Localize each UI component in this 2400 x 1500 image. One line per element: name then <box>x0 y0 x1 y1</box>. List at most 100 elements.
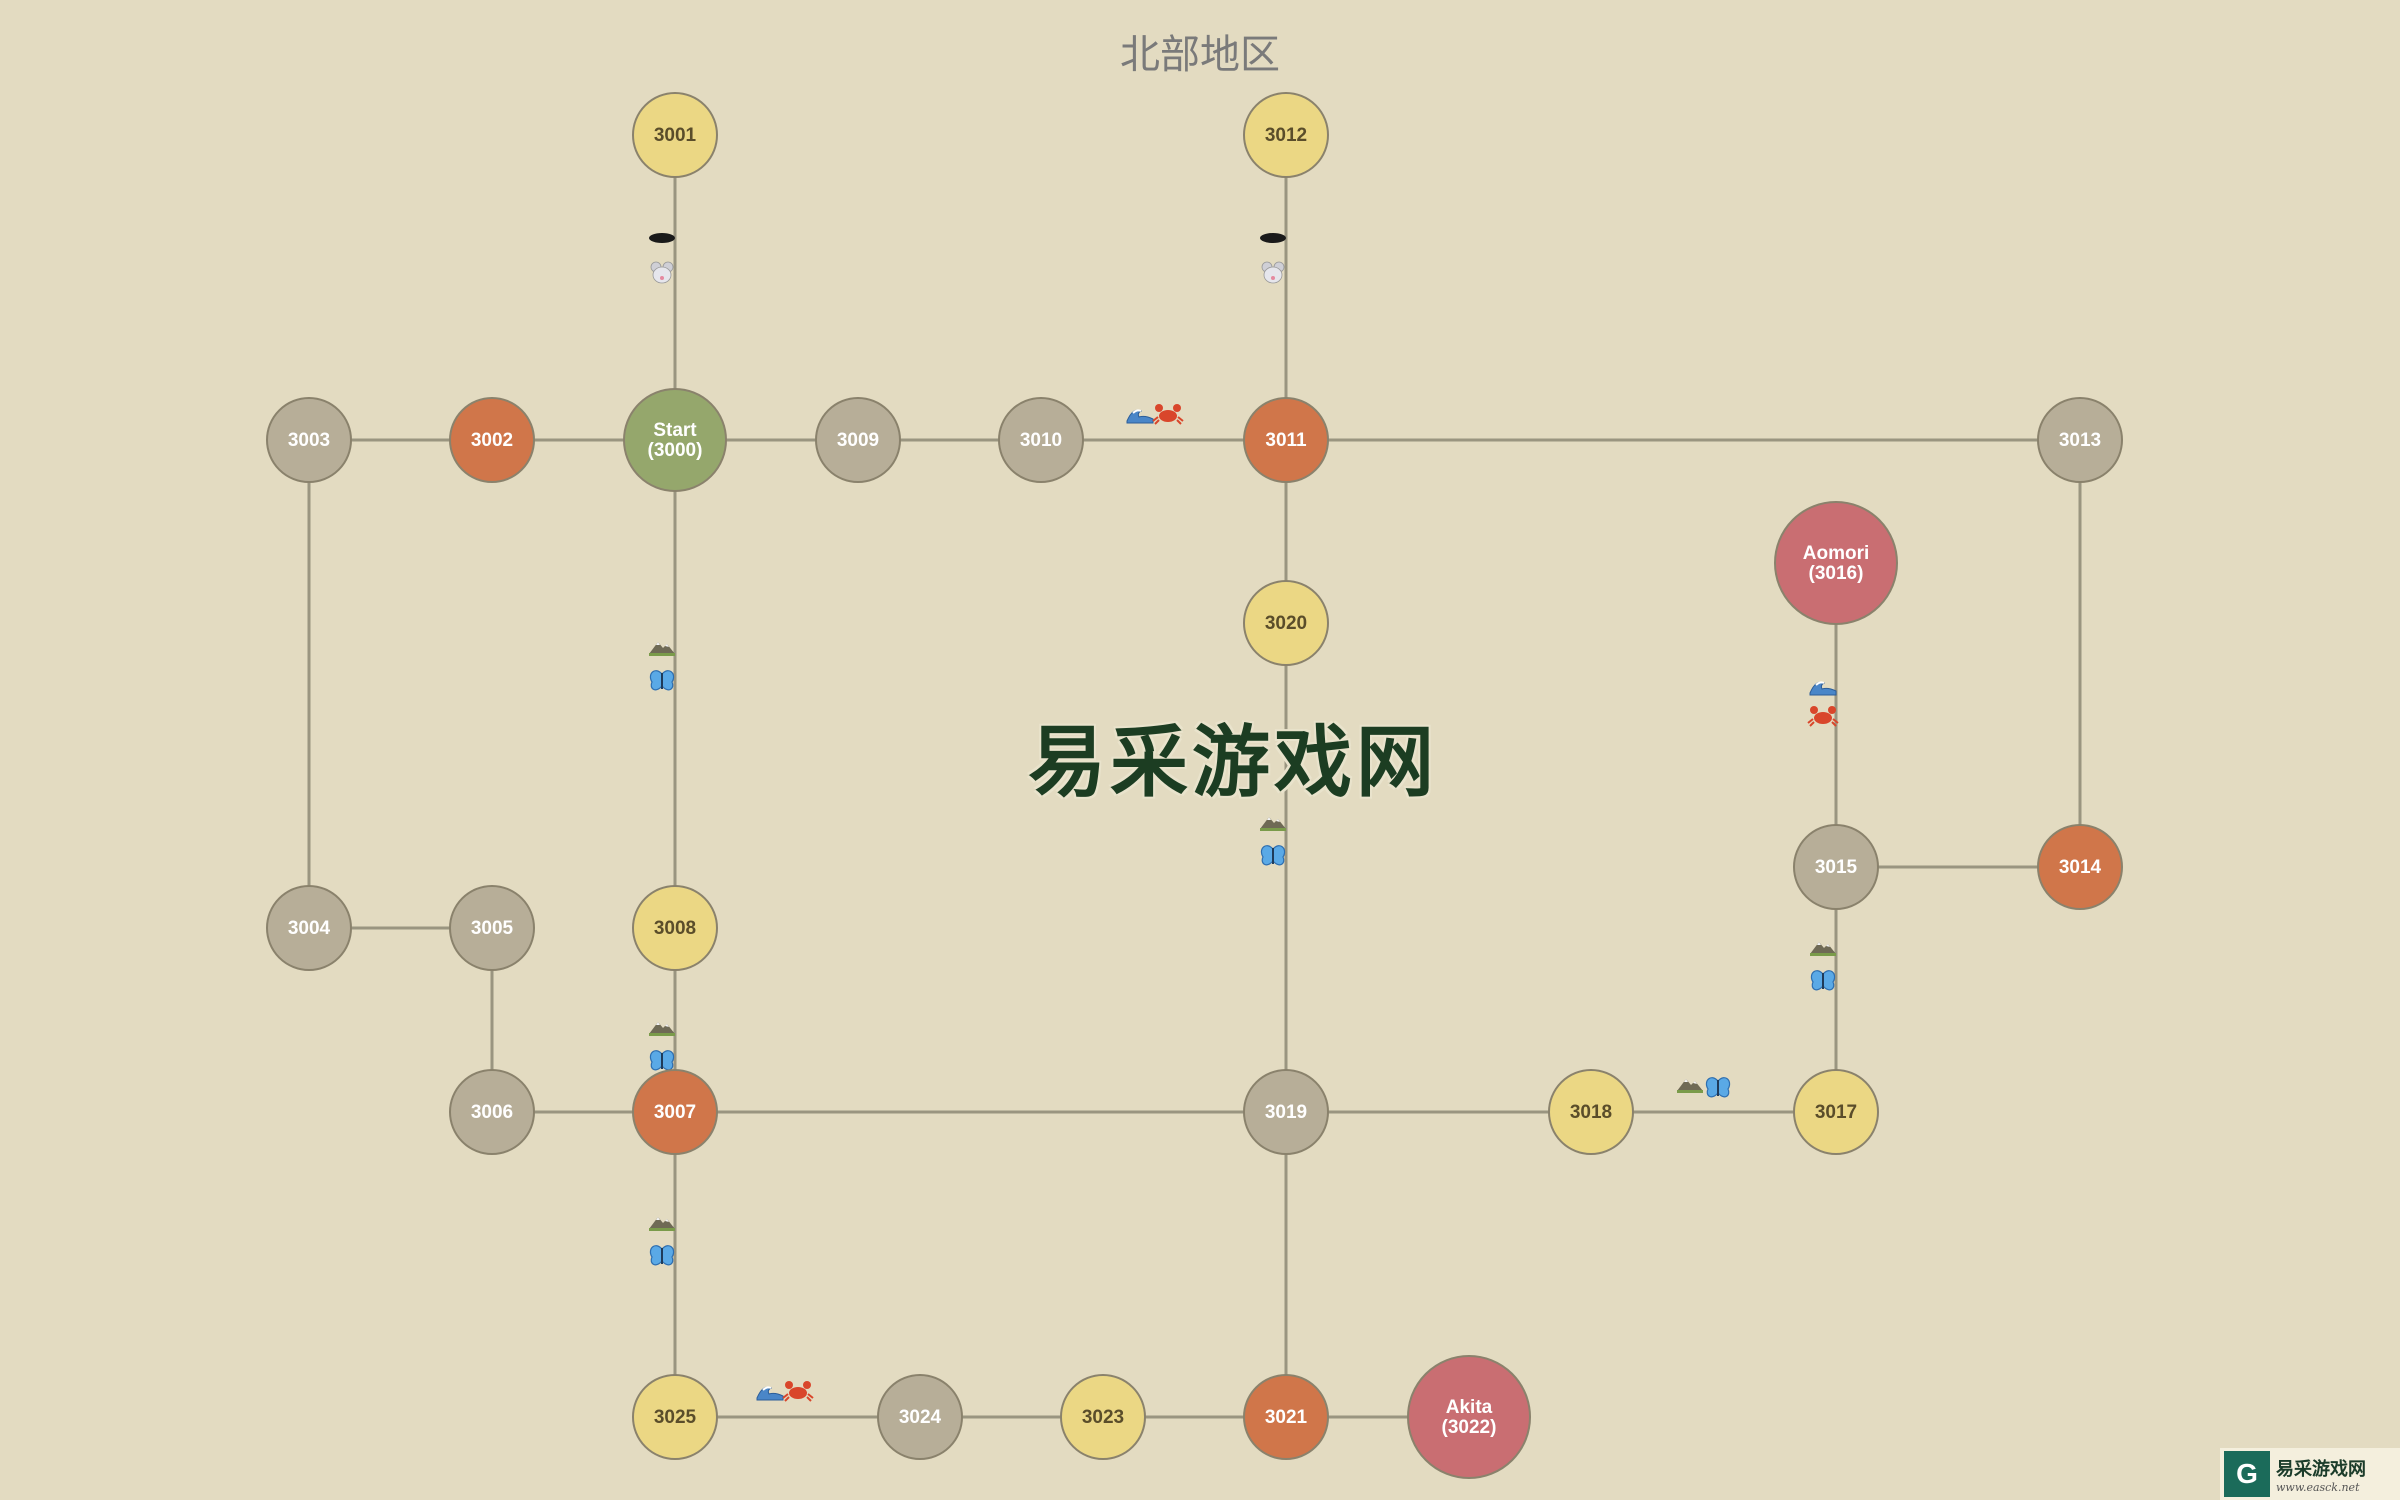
wave-icon <box>1126 409 1154 424</box>
logo-url: www.easck.net <box>2276 1480 2360 1494</box>
node-label: (3000) <box>648 440 703 461</box>
node-circle <box>1243 92 1329 178</box>
node-3000[interactable]: Start(3000) <box>623 388 727 492</box>
node-3010[interactable]: 3010 <box>998 397 1084 483</box>
edge-icons-layer <box>649 233 1839 1402</box>
mountain-icon <box>649 1217 675 1231</box>
node-label: 3012 <box>1265 125 1307 146</box>
node-3006[interactable]: 3006 <box>449 1069 535 1155</box>
logo-name: 易采游戏网 <box>2276 1458 2366 1480</box>
node-circle <box>632 885 718 971</box>
node-label: 3002 <box>471 430 513 451</box>
node-label: 3003 <box>288 430 330 451</box>
node-label: 3006 <box>471 1102 513 1123</box>
node-3012[interactable]: 3012 <box>1243 92 1329 178</box>
node-3019[interactable]: 3019 <box>1243 1069 1329 1155</box>
node-3023[interactable]: 3023 <box>1060 1374 1146 1460</box>
mountain-icon <box>649 642 675 656</box>
node-3022[interactable]: Akita(3022) <box>1407 1355 1531 1479</box>
node-circle <box>1793 824 1879 910</box>
map-title: 北部地区 <box>1120 32 1280 78</box>
node-label: 3009 <box>837 430 879 451</box>
butterfly-icon <box>649 670 675 691</box>
butterfly-icon <box>1810 970 1836 991</box>
node-label: 3008 <box>654 918 696 939</box>
node-circle <box>449 885 535 971</box>
butterfly-icon <box>1260 845 1286 866</box>
node-3005[interactable]: 3005 <box>449 885 535 971</box>
crab-icon <box>1152 404 1184 425</box>
node-label: Aomori <box>1803 543 1870 564</box>
node-label: 3014 <box>2059 857 2102 878</box>
node-label: 3010 <box>1020 430 1062 451</box>
node-label: (3022) <box>1442 1417 1497 1438</box>
node-label: 3021 <box>1265 1407 1308 1428</box>
node-circle <box>266 885 352 971</box>
node-label: 3004 <box>288 918 331 939</box>
watermark: 易采游戏网 <box>1028 717 1439 808</box>
node-circle <box>632 1374 718 1460</box>
node-label: 3025 <box>654 1407 697 1428</box>
butterfly-icon <box>649 1050 675 1071</box>
node-3025[interactable]: 3025 <box>632 1374 718 1460</box>
node-circle <box>1243 580 1329 666</box>
node-3020[interactable]: 3020 <box>1243 580 1329 666</box>
logo-badge-icon: G <box>2224 1451 2270 1497</box>
node-circle <box>1243 1374 1329 1460</box>
node-label: 3019 <box>1265 1102 1307 1123</box>
node-label: 3005 <box>471 918 514 939</box>
node-label: 3017 <box>1815 1102 1857 1123</box>
mountain-icon <box>1260 817 1286 831</box>
node-label: 3020 <box>1265 613 1307 634</box>
node-circle <box>632 1069 718 1155</box>
hole-icon <box>1260 233 1286 243</box>
crab-icon <box>1807 706 1839 727</box>
node-label: Start <box>653 420 697 441</box>
node-circle <box>1548 1069 1634 1155</box>
node-circle <box>1243 1069 1329 1155</box>
node-3002[interactable]: 3002 <box>449 397 535 483</box>
butterfly-icon <box>1705 1077 1731 1098</box>
site-logo[interactable]: G 易采游戏网 www.easck.net <box>2220 1448 2400 1500</box>
node-3021[interactable]: 3021 <box>1243 1374 1329 1460</box>
node-3017[interactable]: 3017 <box>1793 1069 1879 1155</box>
node-label: 3013 <box>2059 430 2101 451</box>
node-label: 3023 <box>1082 1407 1124 1428</box>
mountain-icon <box>1810 942 1836 956</box>
node-3015[interactable]: 3015 <box>1793 824 1879 910</box>
node-circle <box>632 92 718 178</box>
node-3009[interactable]: 3009 <box>815 397 901 483</box>
node-label: 3024 <box>899 1407 942 1428</box>
crab-icon <box>782 1381 814 1402</box>
node-3001[interactable]: 3001 <box>632 92 718 178</box>
node-label: 3018 <box>1570 1102 1612 1123</box>
mountain-icon <box>649 1022 675 1036</box>
wave-icon <box>756 1386 784 1401</box>
node-circle <box>449 397 535 483</box>
node-3014[interactable]: 3014 <box>2037 824 2123 910</box>
hole-icon <box>649 233 675 243</box>
node-circle <box>998 397 1084 483</box>
node-label: 3011 <box>1265 430 1307 451</box>
node-circle <box>449 1069 535 1155</box>
node-3018[interactable]: 3018 <box>1548 1069 1634 1155</box>
node-label: 3015 <box>1815 857 1858 878</box>
node-circle <box>877 1374 963 1460</box>
mouse-icon <box>650 261 674 284</box>
node-3013[interactable]: 3013 <box>2037 397 2123 483</box>
node-3024[interactable]: 3024 <box>877 1374 963 1460</box>
butterfly-icon <box>649 1245 675 1266</box>
node-3004[interactable]: 3004 <box>266 885 352 971</box>
node-circle <box>1774 501 1898 625</box>
node-3016[interactable]: Aomori(3016) <box>1774 501 1898 625</box>
node-label: (3016) <box>1809 563 1864 584</box>
node-3003[interactable]: 3003 <box>266 397 352 483</box>
node-3011[interactable]: 3011 <box>1243 397 1329 483</box>
node-label: 3007 <box>654 1102 696 1123</box>
node-3008[interactable]: 3008 <box>632 885 718 971</box>
node-3007[interactable]: 3007 <box>632 1069 718 1155</box>
node-circle <box>1060 1374 1146 1460</box>
node-label: Akita <box>1446 1397 1493 1418</box>
nodes-layer: Start(3000) 3001 3002 3003 3004 3005 3006 3007 3… <box>266 92 2123 1479</box>
